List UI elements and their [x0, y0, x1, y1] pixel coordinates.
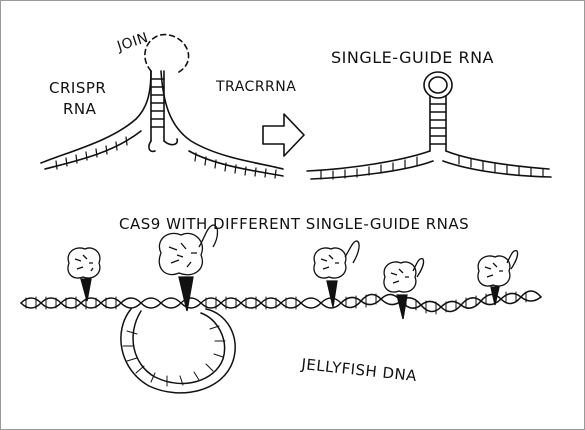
cas9-protein-5: [477, 249, 519, 306]
arrow-right-icon: [262, 113, 305, 157]
label-tracrrna: TRACRRNA: [215, 79, 296, 95]
crispr-tracr-diagram: [40, 33, 284, 179]
label-crispr: CRISPR: [49, 79, 106, 97]
dna-helix: [20, 290, 542, 394]
cas9-protein-2: [158, 224, 219, 312]
single-guide-rna-diagram: [306, 71, 552, 180]
label-crispr-rna: RNA: [63, 100, 97, 118]
label-single-guide-rna: SINGLE-GUIDE RNA: [331, 48, 494, 67]
cas9-protein-4: [383, 257, 425, 320]
label-jellyfish-dna: JELLYFISH DNA: [300, 355, 418, 385]
caption-cas9: CAS9 WITH DIFFERENT SINGLE-GUIDE RNAS: [119, 215, 469, 233]
cas9-protein-3: [313, 240, 360, 308]
cas9-protein-1: [67, 247, 101, 302]
